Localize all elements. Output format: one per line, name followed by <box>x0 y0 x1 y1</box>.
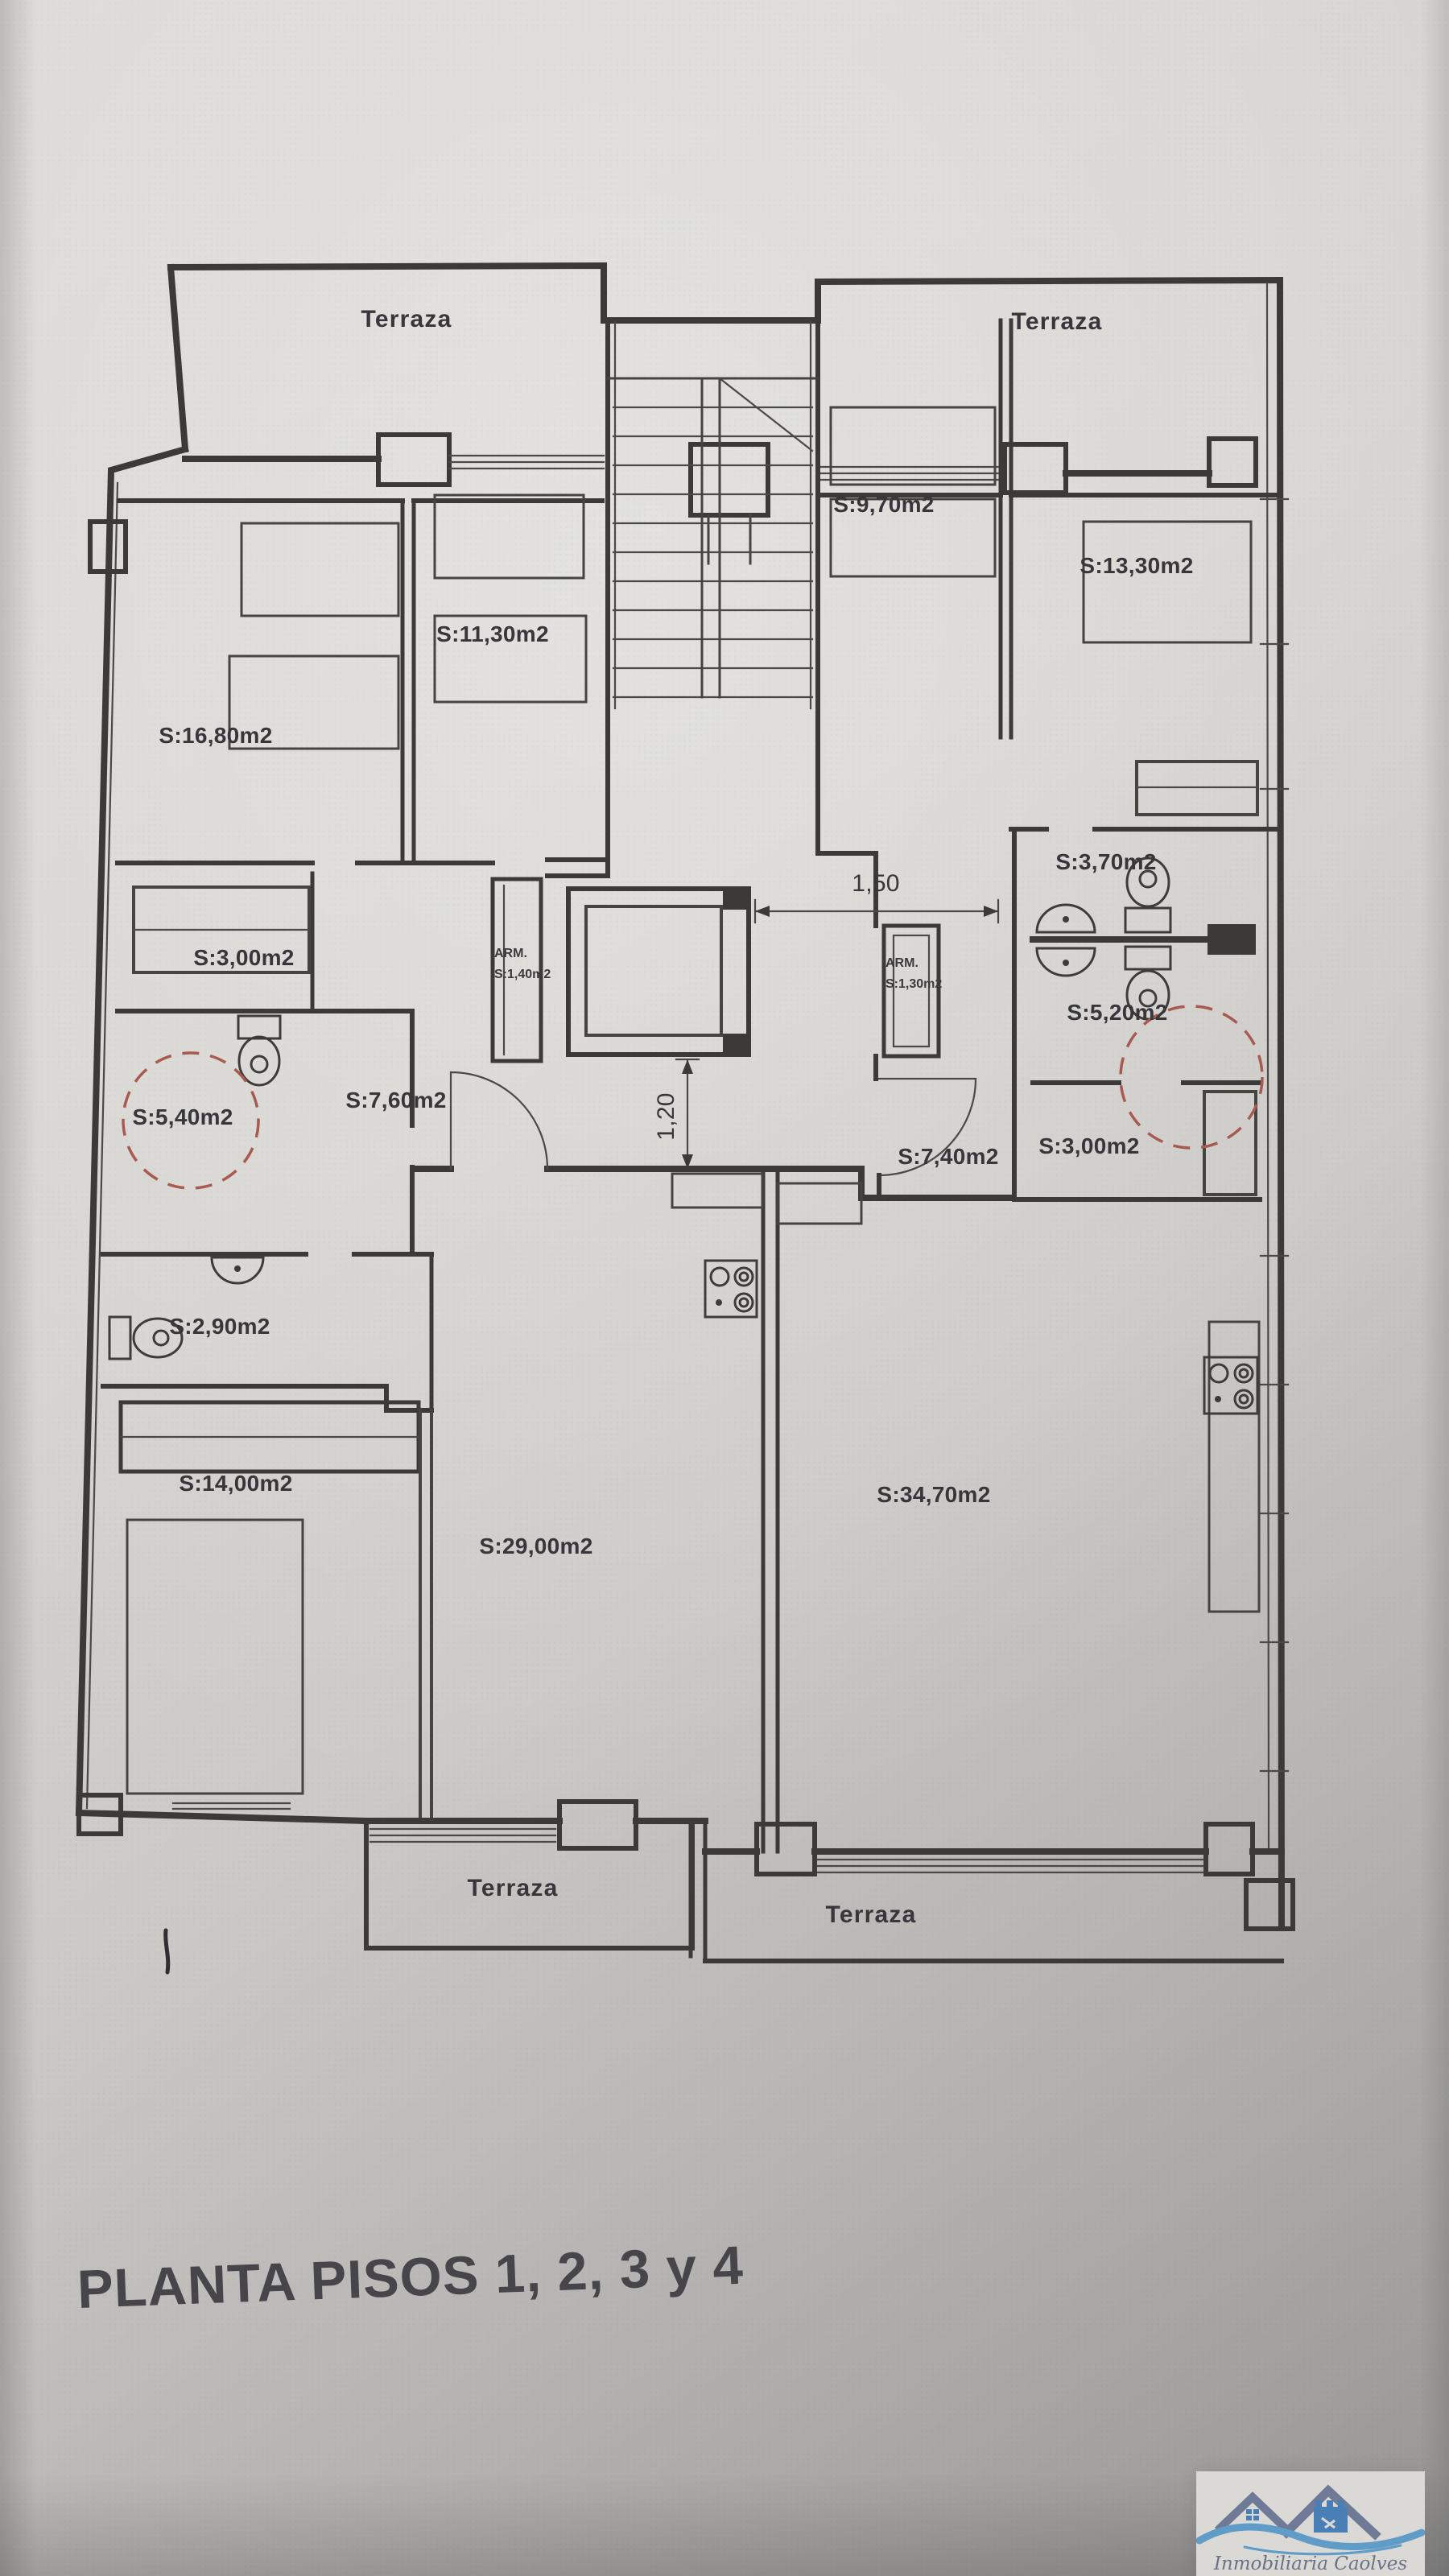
terrace-door-pillar <box>557 1799 638 1851</box>
sink-icon <box>210 1256 265 1285</box>
left-wall-pillar <box>88 519 128 574</box>
hall-walls <box>414 1071 1014 1201</box>
room-label-14-00: S:14,00m2 <box>179 1471 293 1496</box>
bed <box>433 493 585 580</box>
dimension-label-1-20: 1,20 <box>653 1092 679 1141</box>
room-label-13-30: S:13,30m2 <box>1080 553 1194 578</box>
bed <box>1082 520 1253 644</box>
sink-icon <box>1035 947 1096 977</box>
terrace-label-bottom-right: Terraza <box>825 1901 917 1928</box>
corner-pillar <box>1244 1878 1295 1931</box>
left-apartment-walls <box>101 493 780 1854</box>
agency-logo: Inmobiliaria Caolves <box>1196 2471 1425 2576</box>
room-label-3-00-left: S:3,00m2 <box>193 945 295 970</box>
kitchen-counter <box>671 1172 764 1209</box>
house-logo-icon: Inmobiliaria Caolves <box>1196 2484 1425 2574</box>
terrace-corner-pillar <box>1203 1822 1255 1876</box>
room-label-29-00: S:29,00m2 <box>479 1534 593 1558</box>
kitchen-counter <box>1208 1320 1261 1613</box>
room-label-34-70: S:34,70m2 <box>877 1482 991 1507</box>
room-label-3-00-right: S:3,00m2 <box>1038 1133 1140 1158</box>
terrace-label-top-right: Terraza <box>1011 308 1103 335</box>
closet-arm-right <box>881 923 941 1059</box>
dimension-line-1-50 <box>753 898 1000 924</box>
door-arc <box>877 1077 977 1177</box>
room-label-7-40: S:7,40m2 <box>898 1144 999 1169</box>
bed <box>240 522 400 617</box>
brand-name: Inmobiliaria Caolves <box>1213 2553 1408 2574</box>
wall-block <box>1208 924 1256 955</box>
closet-right-line2: S:1,30m2 <box>886 976 943 991</box>
terrace-corner-pillar <box>1207 436 1258 488</box>
wall-tick-marks <box>1259 497 1290 1773</box>
vestibule-block <box>688 442 770 518</box>
top-terraces-structure <box>117 432 1281 565</box>
terrace-door-pillar <box>1002 442 1068 495</box>
bed <box>228 654 400 750</box>
room-label-2-90: S:2,90m2 <box>169 1314 270 1339</box>
room-label-5-40: S:5,40m2 <box>132 1104 233 1129</box>
closet-label-right: ARM. S:1,30m2 <box>886 953 942 994</box>
terrace-door-pillar <box>754 1822 817 1876</box>
stove-icon-left <box>704 1259 758 1319</box>
door-arc <box>449 1071 549 1170</box>
closet-right-line1: ARM. <box>886 956 919 970</box>
elevator-core <box>490 851 941 1081</box>
dimension-label-1-50: 1,50 <box>852 870 900 897</box>
closet-arm-left <box>490 877 543 1063</box>
red-dashed-markers <box>122 1005 1264 1190</box>
stair-stringer <box>700 377 721 699</box>
room-label-16-80: S:16,80m2 <box>159 723 273 748</box>
terrace-label-top-left: Terraza <box>361 306 452 332</box>
kitchen-counter <box>776 1182 863 1225</box>
closet-left-line2: S:1,40m2 <box>494 967 551 981</box>
toilet-icon <box>1124 945 1172 1021</box>
roof-left-icon <box>1214 2491 1291 2534</box>
wardrobe <box>1203 1090 1257 1196</box>
room-label-3-70: S:3,70m2 <box>1055 849 1157 874</box>
room-label-11-30: S:11,30m2 <box>436 621 549 646</box>
corner-pillar <box>76 1793 123 1836</box>
bottom-terraces-structure <box>363 1799 1295 1963</box>
toilet-icon <box>108 1315 184 1360</box>
roof-right-icon <box>1280 2484 1381 2541</box>
terrace-door-pillar <box>376 432 452 487</box>
red-dashed-circle-right <box>1119 1005 1264 1150</box>
bed <box>829 406 997 486</box>
bed <box>126 1518 304 1795</box>
red-dashed-circle-left <box>122 1051 260 1190</box>
room-label-7-60: S:7,60m2 <box>345 1088 447 1113</box>
stove-icon-right <box>1203 1356 1259 1415</box>
sink-icon <box>1035 903 1096 934</box>
logo-wave-icon <box>1196 2523 1425 2550</box>
closet-left-line1: ARM. <box>494 947 527 960</box>
bathroom-fixtures <box>108 857 1259 1415</box>
stair-cut-line <box>718 377 814 452</box>
toilet-icon <box>1124 857 1172 934</box>
elevator-shaft <box>566 886 751 1057</box>
elevator-door-jamb <box>723 1034 749 1055</box>
window-icon <box>1314 2507 1348 2533</box>
toilet-icon <box>237 1014 282 1087</box>
terrace-label-bottom-left: Terraza <box>467 1875 559 1901</box>
closet-label-left: ARM. S:1,40m2 <box>494 943 551 985</box>
bed <box>829 497 997 578</box>
pen-mark <box>163 1928 171 1975</box>
bed <box>433 614 588 704</box>
room-label-5-20: S:5,20m2 <box>1067 1000 1168 1025</box>
elevator-door-jamb <box>723 889 749 910</box>
staircase <box>605 318 820 878</box>
room-label-9-70: S:9,70m2 <box>833 492 935 517</box>
elevator-cab <box>584 905 723 1037</box>
outer-walls <box>75 262 1290 1930</box>
right-apartment-walls <box>776 318 1281 1613</box>
